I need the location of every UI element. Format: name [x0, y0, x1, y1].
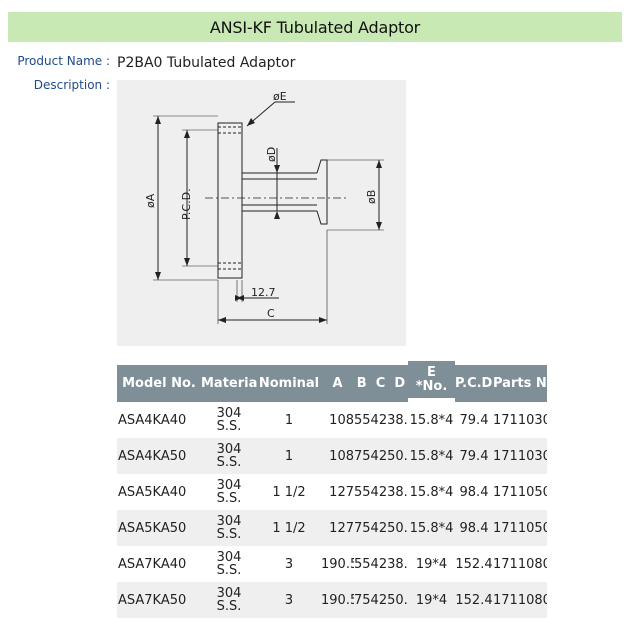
label-e: øE: [273, 90, 287, 103]
col-e: E*No.: [408, 361, 455, 398]
page-title-bar: ANSI-KF Tubulated Adaptor: [8, 12, 622, 42]
page-title: ANSI-KF Tubulated Adaptor: [209, 17, 421, 37]
col-pcd: P.C.D.: [455, 365, 493, 402]
col-material: Material: [201, 365, 257, 402]
label-dim-12-7: 12.7: [251, 286, 276, 299]
label-pcd: P.C.D.: [180, 188, 193, 220]
label-b: øB: [365, 190, 378, 204]
label-d: øD: [265, 147, 278, 162]
technical-drawing: øE øD øA P.C.D. øB 12.7 C: [117, 80, 406, 346]
col-parts: Parts No.: [493, 365, 547, 402]
col-model: Model No.: [117, 365, 201, 402]
kf-flange-outline: [316, 159, 328, 225]
label-a: øA: [144, 193, 157, 208]
product-name-label: Product Name :: [17, 54, 110, 68]
flange-outline: [217, 122, 243, 279]
description-label: Description :: [33, 78, 110, 92]
col-bcd: B C D: [354, 365, 408, 402]
table-header-row: Model No. Material Nominal A B C D E*No.…: [117, 361, 622, 402]
spec-table: Model No. Material Nominal A B C D E*No.…: [117, 361, 622, 618]
adaptor-drawing-svg: øE øD øA P.C.D. øB 12.7 C: [144, 90, 384, 324]
col-a: A: [321, 365, 354, 402]
label-c: C: [267, 307, 275, 320]
product-name-value: P2BA0 Tubulated Adaptor: [117, 55, 296, 71]
col-nominal: Nominal: [257, 365, 321, 402]
